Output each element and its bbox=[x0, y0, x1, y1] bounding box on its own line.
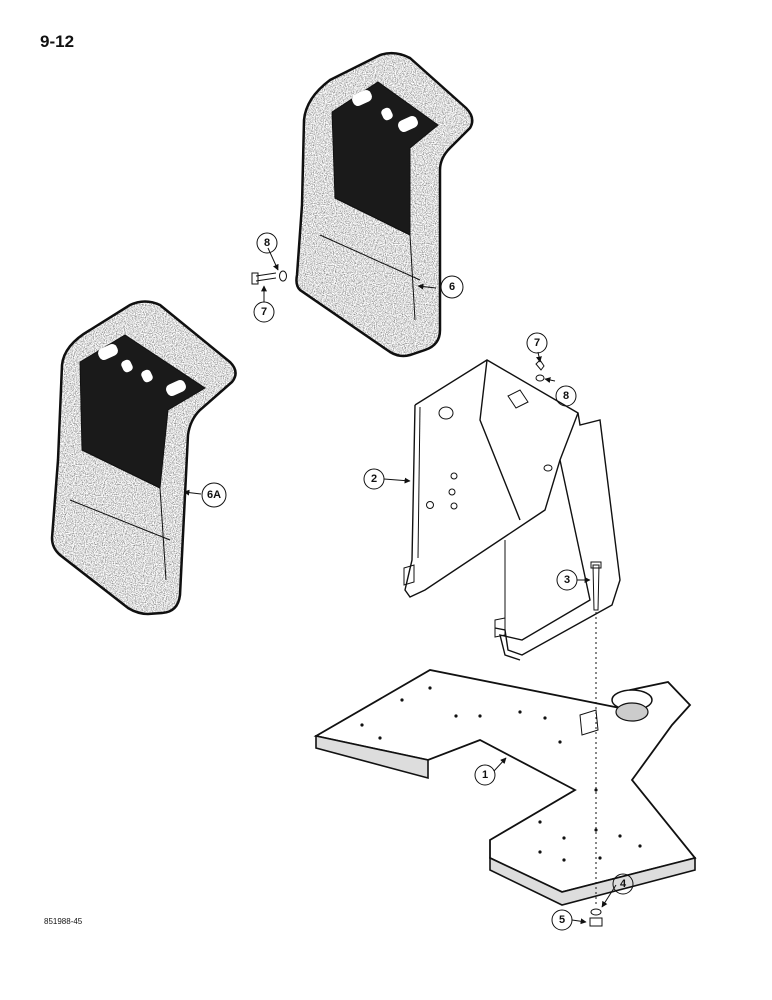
svg-text:3: 3 bbox=[564, 574, 570, 586]
floor-mat-lower-slots bbox=[98, 343, 186, 397]
bolt-bracket bbox=[535, 359, 545, 371]
leader-lines bbox=[183, 247, 617, 925]
callout-7-upper: 7 bbox=[253, 301, 275, 323]
floor-mat-upper bbox=[295, 51, 474, 358]
floor-mat-lower bbox=[50, 300, 237, 616]
callout-7-bracket: 7 bbox=[526, 332, 548, 354]
mounting-plate bbox=[313, 669, 697, 906]
washer-lower bbox=[590, 908, 602, 916]
page-number: 9-12 bbox=[40, 32, 75, 51]
bolt-upper-mat bbox=[251, 272, 277, 285]
hardware bbox=[251, 270, 603, 927]
washer-upper-mat bbox=[279, 270, 287, 282]
svg-text:8: 8 bbox=[563, 390, 569, 402]
callout-4: 4 bbox=[612, 873, 634, 895]
svg-text:6A: 6A bbox=[207, 489, 221, 501]
svg-text:6: 6 bbox=[449, 281, 455, 293]
svg-text:7: 7 bbox=[534, 337, 540, 349]
nut-lower bbox=[589, 917, 603, 927]
callout-6: 6 bbox=[440, 275, 464, 299]
callouts: 1 2 3 4 5 6 6A 7 bbox=[201, 232, 634, 931]
drawing-number: 851988-45 bbox=[44, 917, 83, 926]
mounting-plate-holes bbox=[360, 686, 642, 862]
callout-2: 2 bbox=[363, 468, 385, 490]
seat-support-bracket bbox=[403, 359, 621, 661]
callout-8-upper: 8 bbox=[256, 232, 278, 254]
svg-text:5: 5 bbox=[559, 914, 565, 926]
bolt-long bbox=[590, 561, 602, 611]
floor-mat-upper-slots bbox=[352, 89, 418, 133]
svg-text:4: 4 bbox=[620, 878, 627, 890]
svg-text:2: 2 bbox=[371, 473, 377, 485]
svg-text:8: 8 bbox=[264, 237, 270, 249]
callout-1: 1 bbox=[474, 764, 496, 786]
mounting-plate-edge bbox=[315, 735, 696, 906]
callout-6a: 6A bbox=[201, 482, 227, 508]
svg-text:7: 7 bbox=[261, 306, 267, 318]
callout-5: 5 bbox=[551, 909, 573, 931]
callout-8-bracket: 8 bbox=[555, 385, 577, 407]
washer-bracket bbox=[535, 374, 545, 382]
callout-3: 3 bbox=[556, 569, 578, 591]
svg-text:1: 1 bbox=[482, 769, 488, 781]
